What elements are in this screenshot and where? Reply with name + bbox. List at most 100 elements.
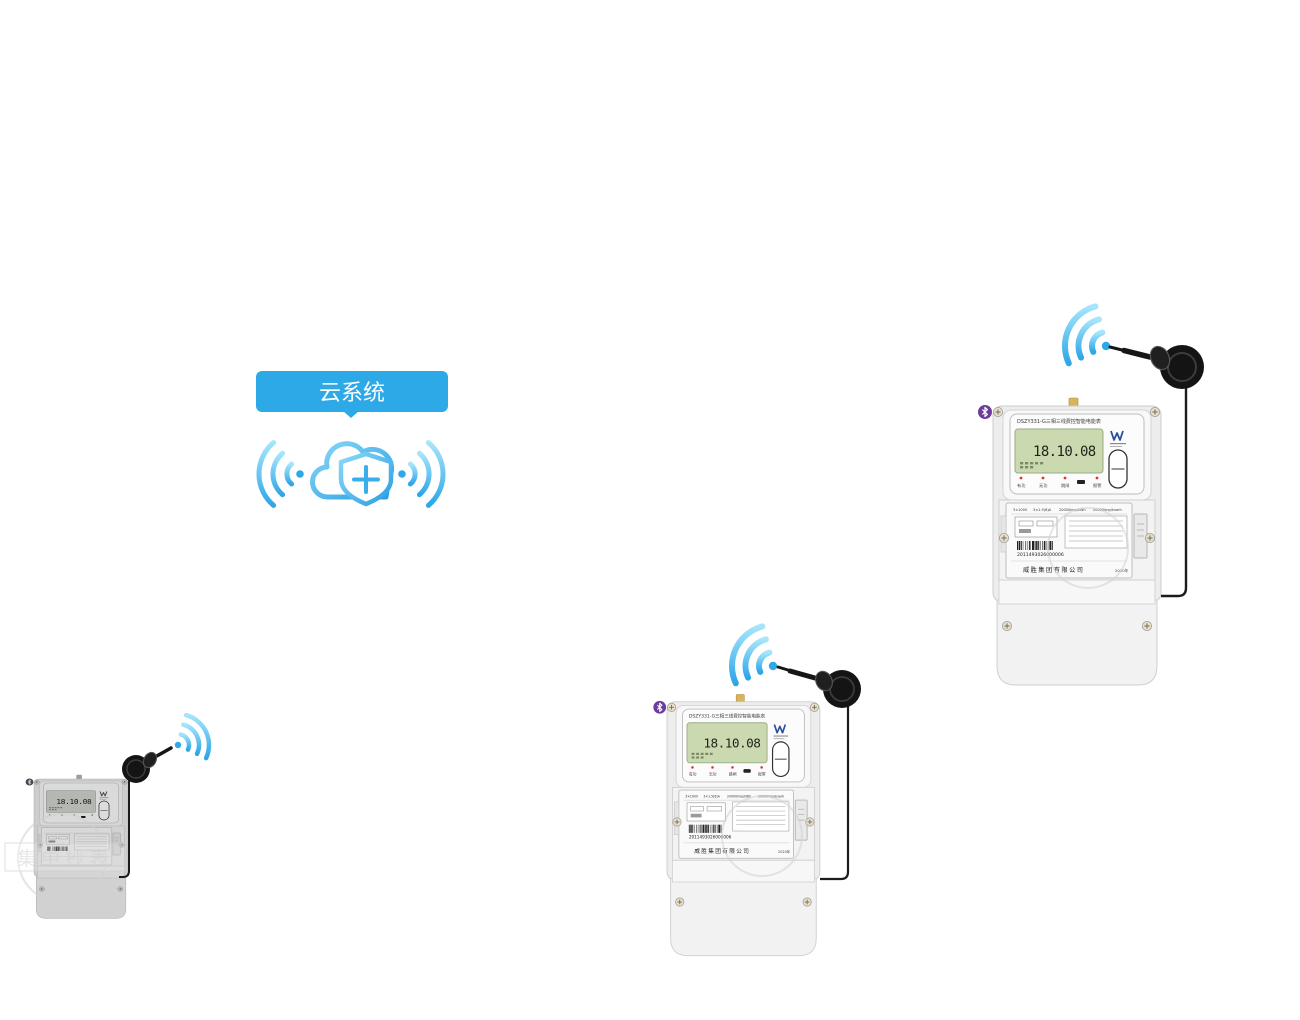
barcode-bar <box>47 846 48 851</box>
logo-underline <box>1110 446 1122 447</box>
rating-label: 3×100V <box>1013 508 1028 512</box>
lcd-segment <box>1030 466 1034 469</box>
antenna-cable <box>820 705 850 881</box>
barcode-bar <box>49 846 51 851</box>
screw <box>672 817 682 827</box>
indicator-label: 有功 <box>689 772 697 777</box>
logo-mark <box>1110 430 1124 441</box>
lcd-segment <box>700 756 704 759</box>
lcd-segment <box>1020 466 1024 469</box>
indicator-label: 跳闸 <box>1061 482 1069 489</box>
screw-slot <box>804 899 810 905</box>
screw-slot <box>669 704 674 710</box>
wifi-signal-icon <box>729 623 778 687</box>
signal-wave <box>1062 303 1099 367</box>
logo-underline <box>1110 443 1126 445</box>
antenna-cable <box>119 780 130 878</box>
signal-dot <box>768 661 778 671</box>
terminal-band <box>998 579 1156 605</box>
antenna-joint <box>1149 345 1171 371</box>
antenna-rod <box>1108 345 1124 352</box>
screw-slot <box>1147 535 1153 541</box>
watermark-seal <box>17 813 107 903</box>
bluetooth-glyph <box>981 406 988 418</box>
lcd-segment <box>1040 462 1044 465</box>
signal-dot <box>296 470 304 478</box>
indicator-switch <box>1077 480 1085 484</box>
wifi-signal-icon <box>398 440 446 508</box>
indicator-label: 无功 <box>1039 482 1047 489</box>
screw <box>117 886 124 892</box>
barcode-bar <box>48 846 50 851</box>
logo-underline <box>99 799 107 800</box>
barcode-bar <box>57 846 58 851</box>
brand-logo <box>1110 430 1126 447</box>
screw <box>34 779 40 785</box>
indicator-label: 报警 <box>1093 482 1102 489</box>
indicator-label: 报警 <box>758 772 766 777</box>
barcode <box>47 846 68 851</box>
lcd-segment <box>696 756 700 759</box>
lcd-status-segments <box>691 752 713 759</box>
barcode-bar <box>54 846 55 851</box>
bluetooth-icon <box>653 700 667 714</box>
module-slot <box>1036 520 1054 527</box>
antenna-rod <box>776 665 790 672</box>
model-label: DSZY331-G三相三线费控智能电能表 <box>1017 418 1101 425</box>
module-window <box>46 834 71 845</box>
indicator-led <box>711 766 714 769</box>
barcode-bar <box>1042 541 1043 550</box>
screw-slot <box>40 887 44 891</box>
screw <box>1145 533 1155 543</box>
barcode-bar <box>65 846 67 851</box>
watermark-seal <box>1047 507 1129 589</box>
meter-bottom-left: 18.10.08 <box>25 774 129 919</box>
indicator-led <box>1063 476 1067 480</box>
serial-number: 2011493026000006 <box>689 834 732 839</box>
screw-slot <box>995 409 1001 415</box>
module-tag <box>48 840 56 843</box>
terminal-cover <box>996 599 1158 686</box>
barcode-bar <box>1036 541 1038 550</box>
indicator-led <box>760 766 763 769</box>
screw <box>1150 407 1160 417</box>
lcd-segment <box>49 807 51 809</box>
indicator-switch <box>81 816 86 818</box>
signal-dot <box>174 741 182 749</box>
module-slot <box>706 806 722 812</box>
lcd-segment <box>60 807 63 809</box>
signal-wave <box>742 636 769 681</box>
screw-slot <box>123 780 127 784</box>
barcode-bar <box>62 846 64 851</box>
screw-slot <box>118 887 122 891</box>
rating-label: 20000imp/kWh <box>727 794 751 798</box>
lcd-segment <box>51 807 54 809</box>
indicator-label: 跳闸 <box>729 772 737 777</box>
barcode-bar <box>1026 541 1028 550</box>
barcode-bar <box>1038 541 1040 550</box>
cloud-outline <box>310 441 395 500</box>
lcd-reading: 18.10.08 <box>1033 444 1096 460</box>
module-window <box>686 802 726 822</box>
indicator-led <box>1041 476 1045 480</box>
screw <box>993 407 1003 417</box>
barcode <box>1017 541 1053 550</box>
indicator-led <box>691 766 694 769</box>
screw <box>675 897 685 907</box>
lcd-status-segments <box>49 807 63 811</box>
lcd-segment <box>54 809 57 811</box>
signal-wave <box>1089 329 1106 355</box>
screw <box>802 897 812 907</box>
manufacturer-label: 威胜集团有限公司 <box>1023 566 1085 574</box>
top-terminal <box>1068 397 1079 407</box>
label-pointer <box>343 411 359 418</box>
screw-slot <box>120 843 124 847</box>
lcd-reading: 18.10.08 <box>56 797 91 805</box>
lcd-segment <box>700 752 704 755</box>
barcode-bar <box>692 824 694 833</box>
lcd-segment <box>709 752 713 755</box>
screw-slot <box>807 819 813 825</box>
bluetooth-glyph <box>656 702 663 713</box>
lcd-segment <box>1025 466 1029 469</box>
